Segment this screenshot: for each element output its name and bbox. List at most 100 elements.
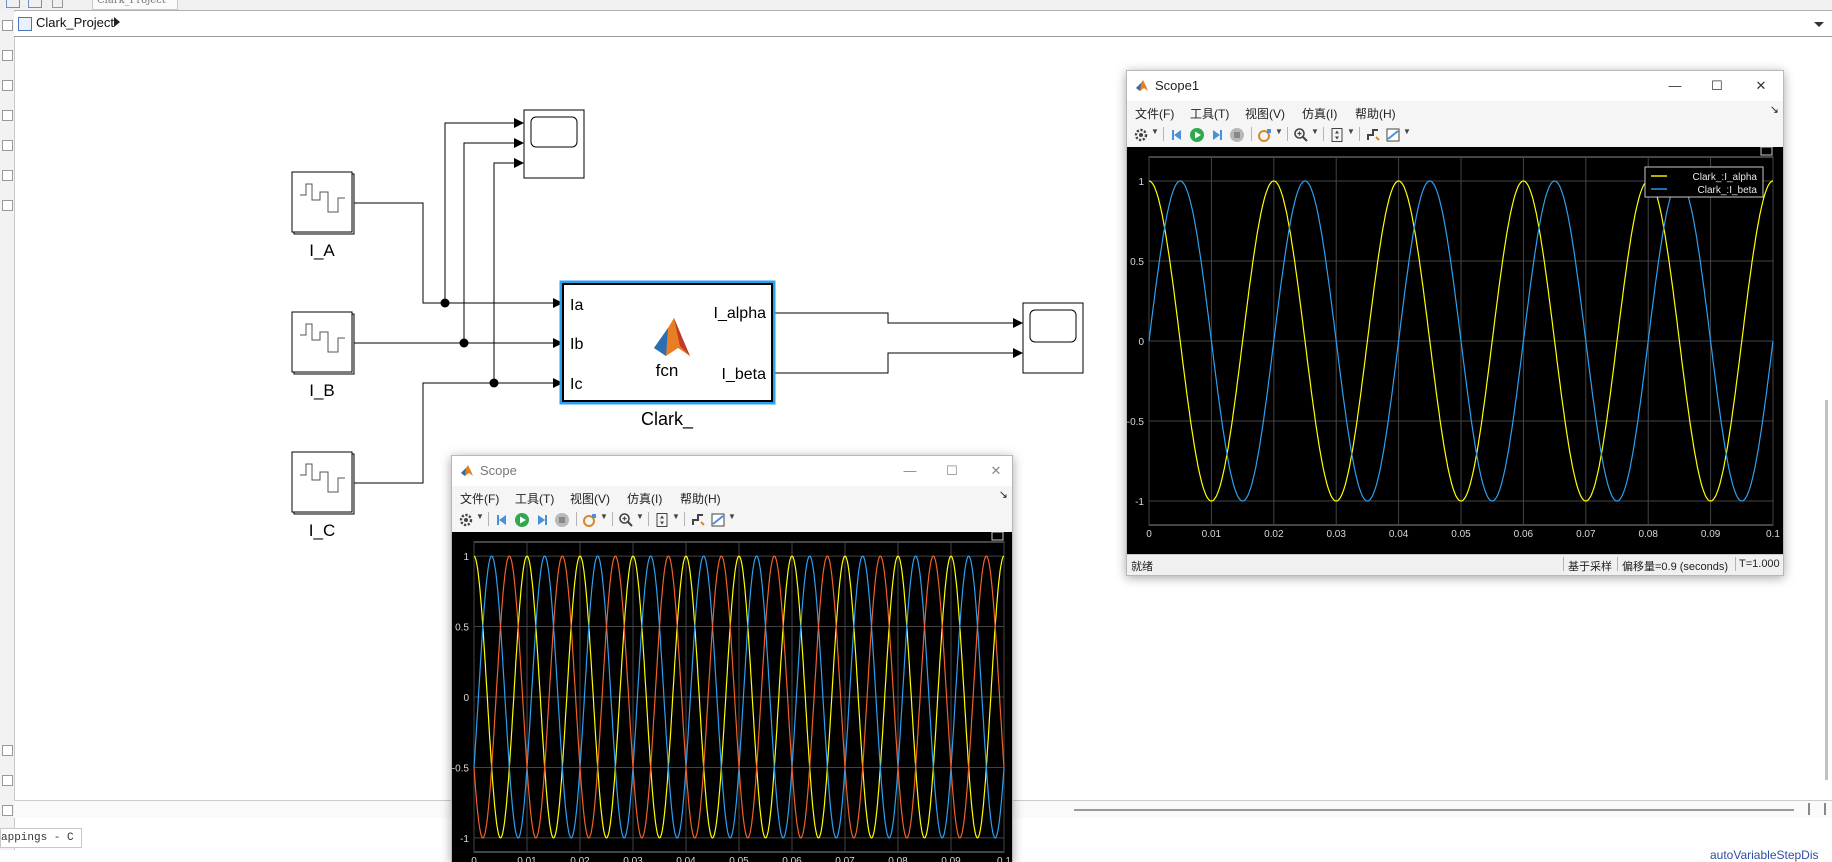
chevron-down-icon[interactable]: ▼ [1275, 127, 1283, 136]
autoscale-icon[interactable] [654, 512, 670, 528]
close-button[interactable]: ✕ [990, 463, 1002, 478]
chevron-down-icon[interactable]: ▼ [1403, 127, 1411, 136]
expand-axes-icon[interactable] [991, 531, 1004, 541]
fit-view-icon[interactable] [2, 80, 13, 91]
close-button[interactable]: ✕ [1755, 78, 1767, 93]
branch-line-ib[interactable] [463, 138, 524, 343]
menu-tools[interactable]: 工具(T) [1190, 107, 1230, 121]
measurement-icon[interactable] [1385, 127, 1401, 143]
menu-help[interactable]: 帮助(H) [1355, 107, 1396, 121]
property-icon[interactable] [2, 745, 13, 756]
stop-icon[interactable] [1229, 127, 1245, 143]
menu-tools[interactable]: 工具(T) [515, 492, 555, 506]
chevron-down-icon[interactable]: ▼ [728, 512, 736, 521]
source-block-i-b[interactable]: I_B [291, 311, 355, 400]
menu-file[interactable]: 文件(F) [1135, 107, 1175, 121]
source-block-i-c[interactable]: I_C [291, 451, 355, 540]
menu-simulation[interactable]: 仿真(I) [627, 492, 663, 506]
chevron-down-icon[interactable]: ▼ [1347, 127, 1355, 136]
run-icon[interactable] [514, 512, 530, 528]
series-line [1148, 180, 1774, 502]
maximize-button[interactable]: ☐ [946, 463, 958, 478]
forward-icon[interactable] [28, 0, 42, 8]
scope-window[interactable]: Scope — ☐ ✕ 文件(F) 工具(T) 视图(V) 仿真(I) 帮助(H… [451, 455, 1013, 862]
scope-block-output[interactable] [1022, 302, 1084, 374]
source-block-i-a[interactable]: I_A [291, 171, 355, 260]
list-icon[interactable] [2, 775, 13, 786]
measurement-icon[interactable] [710, 512, 726, 528]
step-back-icon[interactable] [494, 512, 510, 528]
settings-gear-icon[interactable] [1133, 127, 1149, 143]
matlab-function-block-clark[interactable]: Ia Ib Ic I_alpha I_beta fcn Clark_ [559, 280, 776, 430]
settings-gear-icon[interactable] [458, 512, 474, 528]
scroll-thumb[interactable] [1074, 809, 1794, 811]
chevron-down-icon[interactable]: ▼ [636, 512, 644, 521]
chevron-down-icon[interactable]: ▼ [1151, 127, 1159, 136]
expand-axes-icon[interactable] [1760, 146, 1773, 156]
bottom-tab[interactable]: appings - C [0, 828, 82, 848]
stop-icon[interactable] [554, 512, 570, 528]
x-tick-label: 0.05 [729, 856, 749, 862]
hide-show-icon[interactable] [2, 20, 13, 31]
collapse-icon[interactable] [2, 805, 13, 816]
trigger-icon[interactable] [690, 512, 706, 528]
arrow-icon[interactable] [2, 110, 13, 121]
breadcrumb-model[interactable]: Clark_Project [36, 15, 115, 30]
image-icon[interactable] [2, 170, 13, 181]
branch-line-ia[interactable] [444, 118, 524, 303]
maximize-button[interactable]: ☐ [1711, 78, 1723, 93]
highlight-icon[interactable] [1257, 127, 1273, 143]
chevron-down-icon[interactable]: ▼ [476, 512, 484, 521]
chevron-down-icon[interactable]: ▼ [672, 512, 680, 521]
status-ready: 就绪 [1131, 561, 1153, 573]
solver-status[interactable]: autoVariableStepDis [1710, 848, 1819, 862]
step-forward-icon[interactable] [534, 512, 550, 528]
run-icon[interactable] [1189, 127, 1205, 143]
tab-clark-project[interactable]: Clark_Project [92, 0, 178, 10]
chevron-right-icon[interactable] [114, 17, 120, 27]
minimize-button[interactable]: — [903, 463, 917, 478]
zoom-in-icon[interactable] [1293, 127, 1309, 143]
menu-view[interactable]: 视图(V) [1245, 107, 1285, 121]
grip-icon[interactable] [1808, 803, 1826, 815]
highlight-icon[interactable] [582, 512, 598, 528]
fcn-block-name: Clark_ [641, 409, 694, 430]
zoom-icon[interactable] [2, 50, 13, 61]
scope1-title-bar[interactable]: Scope1 — ☐ ✕ [1127, 71, 1783, 101]
left-palette [0, 10, 15, 850]
menu-simulation[interactable]: 仿真(I) [1302, 107, 1338, 121]
minimize-button[interactable]: — [1668, 78, 1682, 93]
scope-block-input[interactable] [523, 109, 585, 179]
scope1-window[interactable]: Scope1 — ☐ ✕ 文件(F) 工具(T) 视图(V) 仿真(I) 帮助(… [1126, 70, 1784, 576]
menu-file[interactable]: 文件(F) [460, 492, 500, 506]
step-forward-icon[interactable] [1209, 127, 1225, 143]
autoscale-icon[interactable] [1329, 127, 1345, 143]
chevron-down-icon[interactable]: ▼ [1311, 127, 1319, 136]
signal-line-beta[interactable] [772, 348, 1023, 374]
scope-title-bar[interactable]: Scope — ☐ ✕ [452, 456, 1012, 486]
undock-icon[interactable]: ↘ [1769, 104, 1779, 116]
trigger-icon[interactable] [1365, 127, 1381, 143]
step-back-icon[interactable] [1169, 127, 1185, 143]
signal-line-alpha[interactable] [772, 312, 1023, 328]
chevron-down-icon[interactable] [1814, 22, 1824, 27]
signal-line-ia[interactable] [352, 202, 563, 308]
tab-strip: Clark_Project [0, 0, 1832, 11]
toolbar-separator [576, 512, 577, 526]
area-icon[interactable] [2, 200, 13, 211]
back-icon[interactable] [6, 0, 20, 8]
undock-icon[interactable]: ↘ [998, 489, 1008, 501]
annotation-icon[interactable] [2, 140, 13, 151]
menu-view[interactable]: 视图(V) [570, 492, 610, 506]
branch-line-ic[interactable] [493, 158, 524, 383]
chevron-down-icon[interactable]: ▼ [600, 512, 608, 521]
menu-help[interactable]: 帮助(H) [680, 492, 721, 506]
zoom-in-icon[interactable] [618, 512, 634, 528]
vertical-scroll-thumb[interactable] [1825, 400, 1828, 780]
